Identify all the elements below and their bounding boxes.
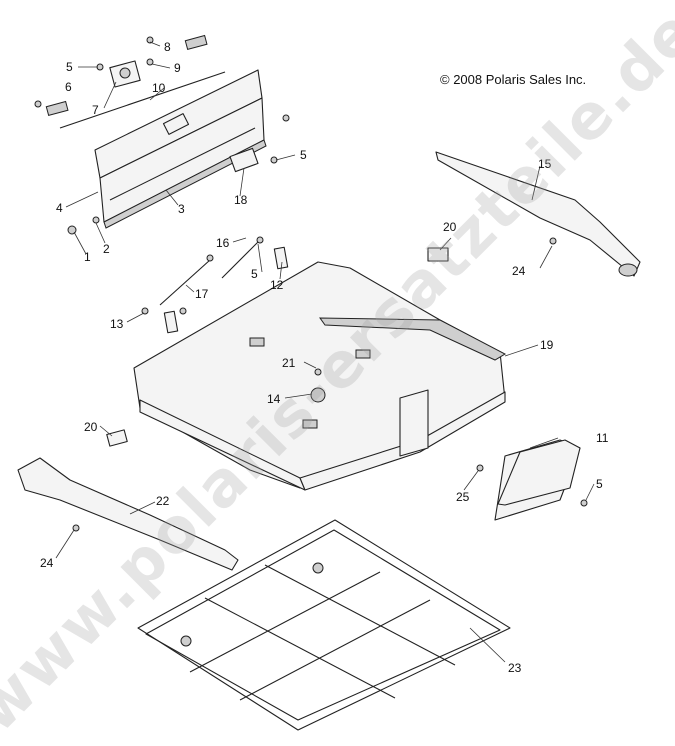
callout-5-tailgate-right: 5 bbox=[300, 148, 307, 162]
callout-8: 8 bbox=[164, 40, 171, 54]
plate-parts bbox=[45, 34, 208, 117]
callout-2: 2 bbox=[103, 242, 110, 256]
label-plate-lower bbox=[106, 429, 128, 447]
callout-20-lower: 20 bbox=[84, 420, 98, 434]
latch-plate-part bbox=[229, 147, 259, 173]
callout-6: 6 bbox=[65, 80, 72, 94]
callout-4: 4 bbox=[56, 201, 63, 215]
callout-3: 3 bbox=[178, 202, 185, 216]
callout-24-left: 24 bbox=[40, 556, 54, 570]
callout-16: 16 bbox=[216, 236, 230, 250]
callout-5-lower-right: 5 bbox=[596, 477, 603, 491]
callout-5-strut: 5 bbox=[251, 267, 258, 281]
copyright-notice: © 2008 Polaris Sales Inc. bbox=[440, 72, 587, 87]
callout-10: 10 bbox=[152, 81, 166, 95]
callout-22: 22 bbox=[156, 494, 170, 508]
callout-23: 23 bbox=[508, 661, 522, 675]
callout-20-upper: 20 bbox=[443, 220, 457, 234]
bed-frame-part bbox=[137, 519, 511, 731]
hardware-fasteners bbox=[34, 36, 588, 532]
callout-17: 17 bbox=[195, 287, 209, 301]
label-plate-upper bbox=[427, 247, 449, 262]
callout-21: 21 bbox=[282, 356, 296, 370]
side-rail-right-part bbox=[435, 151, 641, 277]
callout-7: 7 bbox=[92, 103, 99, 117]
callout-9: 9 bbox=[174, 61, 181, 75]
callout-18: 18 bbox=[234, 193, 248, 207]
callout-19: 19 bbox=[540, 338, 554, 352]
side-rail-left-part bbox=[17, 457, 239, 571]
callout-leaders bbox=[55, 41, 595, 663]
callout-12: 12 bbox=[270, 278, 284, 292]
callout-5-upper-left: 5 bbox=[66, 60, 73, 74]
callout-13: 13 bbox=[110, 317, 124, 331]
tailgate-part bbox=[59, 69, 267, 229]
callout-14: 14 bbox=[267, 392, 281, 406]
callout-11: 11 bbox=[596, 431, 609, 445]
callout-24-right: 24 bbox=[512, 264, 526, 278]
callout-15: 15 bbox=[538, 157, 552, 171]
pad-part bbox=[497, 439, 581, 506]
gas-strut-parts bbox=[159, 237, 289, 334]
callout-1: 1 bbox=[84, 250, 91, 264]
callout-25: 25 bbox=[456, 490, 470, 504]
